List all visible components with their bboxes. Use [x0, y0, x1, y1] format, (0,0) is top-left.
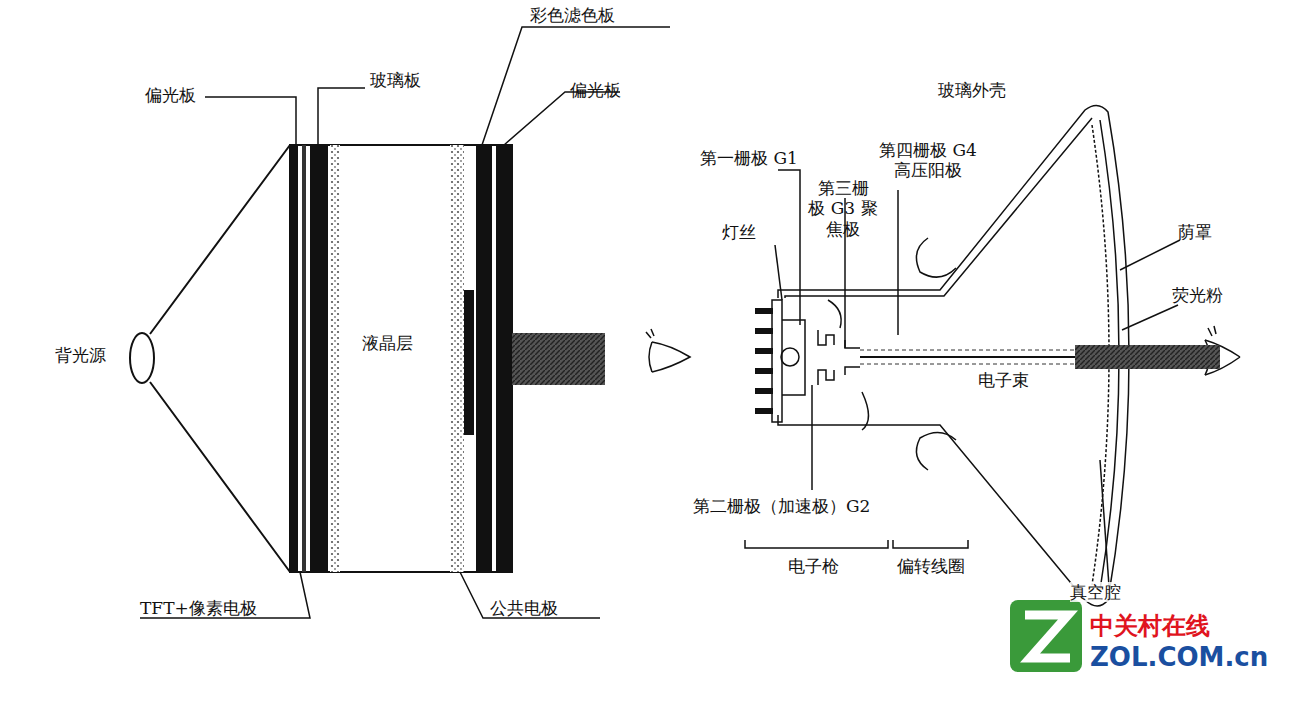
- part-label: 真空腔: [1070, 582, 1121, 602]
- part-label: 第一栅极 G1: [700, 148, 798, 168]
- part-label: 偏转线圈: [897, 556, 965, 576]
- part-label: 玻璃外壳: [938, 80, 1006, 100]
- watermark: ZOL.COM.cn: [1090, 642, 1268, 673]
- layer-label: 液晶层: [358, 330, 417, 357]
- part-label: 偏光板: [570, 80, 621, 100]
- part-label: 电子束: [978, 370, 1029, 390]
- part-label: 荧光粉: [1172, 285, 1223, 305]
- part-label: TFT+像素电极: [140, 598, 257, 618]
- part-label: 偏光板: [145, 85, 196, 105]
- part-label: 第四栅极 G4 高压阳极: [868, 140, 988, 181]
- part-label: 第二栅极（加速极）G2: [693, 496, 870, 516]
- part-label: 第三栅 极 G3 聚焦极: [808, 178, 878, 239]
- part-label: 玻璃板: [370, 70, 421, 90]
- part-label: 荫罩: [1178, 222, 1212, 242]
- part-label: 背光源: [55, 345, 106, 365]
- node-text: 液晶层: [362, 333, 413, 353]
- watermark: 中关村在线: [1090, 612, 1210, 641]
- part-label: 灯丝: [722, 222, 756, 242]
- part-label: 彩色滤色板: [530, 5, 615, 25]
- part-label: 电子枪: [788, 556, 839, 576]
- part-label: 公共电极: [490, 598, 558, 618]
